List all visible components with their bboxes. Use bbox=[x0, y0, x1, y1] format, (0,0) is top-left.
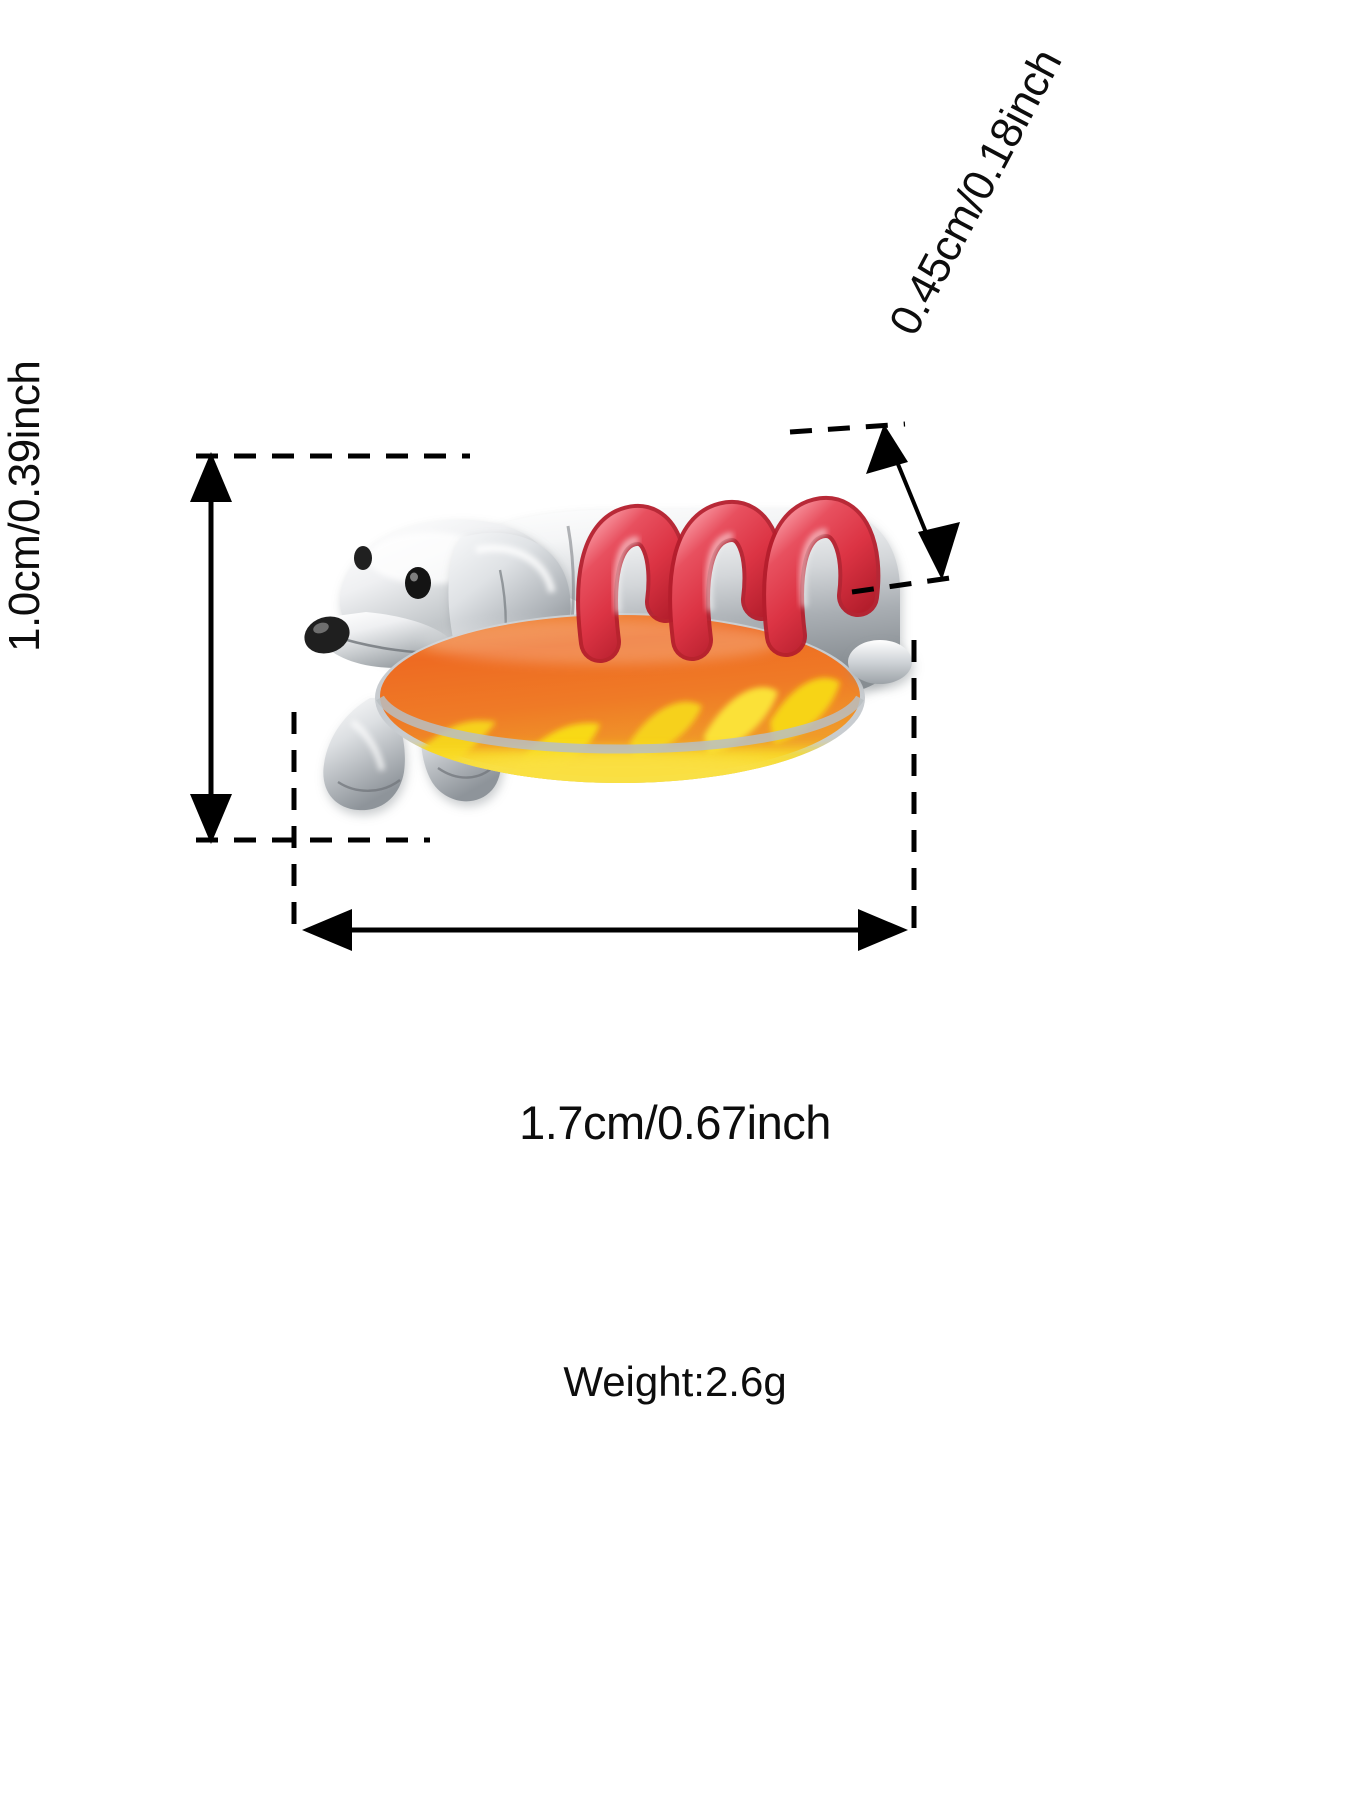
dog-nose bbox=[304, 616, 350, 654]
dog-front-leg bbox=[323, 698, 405, 811]
dog-eyes bbox=[354, 546, 431, 599]
width-dimension-label: 1.7cm/0.67inch bbox=[519, 1096, 831, 1149]
ketchup-squiggles bbox=[576, 496, 881, 663]
height-dimension-arrow bbox=[190, 452, 232, 844]
product-image bbox=[304, 496, 912, 811]
bun-right-nub bbox=[848, 640, 912, 684]
depth-dimension-label: 0.45cm/0.18inch bbox=[880, 41, 1072, 344]
height-dimension-label: 1.0cm/0.39inch bbox=[0, 360, 49, 652]
weight-label: Weight:2.6g bbox=[563, 1358, 787, 1405]
width-dimension-arrow bbox=[302, 909, 908, 951]
